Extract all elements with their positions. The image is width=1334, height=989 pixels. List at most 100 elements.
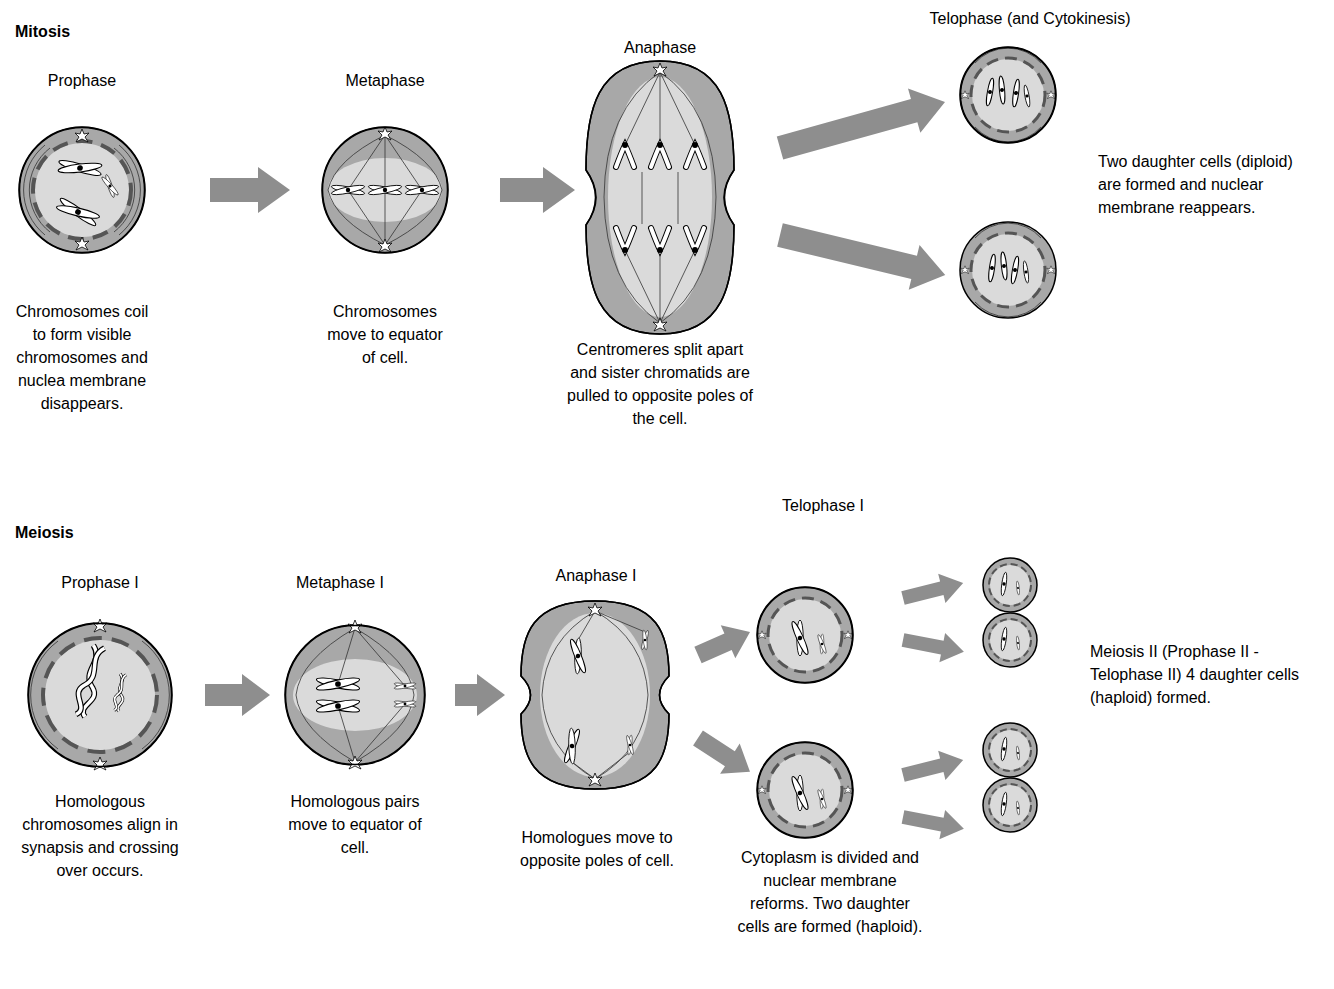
cell-outline xyxy=(757,742,853,838)
cell-part xyxy=(348,756,362,769)
stage-arrow xyxy=(500,167,575,213)
cell-outline xyxy=(960,47,1056,143)
stage-caption: Chromosomes move to equator of cell. xyxy=(320,300,450,369)
cell-part xyxy=(961,266,969,274)
section-heading: Mitosis xyxy=(15,20,70,43)
cell-part xyxy=(769,754,841,826)
cell-part xyxy=(686,142,704,167)
cell-part xyxy=(43,638,157,752)
cell-part xyxy=(640,630,649,651)
cell-part xyxy=(757,587,853,683)
cell-part xyxy=(961,91,969,99)
cell-part xyxy=(93,619,107,632)
cell-outline xyxy=(585,60,735,335)
cell-part xyxy=(989,729,1031,771)
cell-part xyxy=(588,603,602,616)
stage-caption: Homologous chromosomes align in synapsis… xyxy=(15,790,185,882)
cell-outline xyxy=(322,127,448,253)
cell-part xyxy=(990,620,1030,660)
cell-stage: Anaphase IHomologues move to opposite po… xyxy=(520,600,670,790)
cell-part xyxy=(1047,91,1055,99)
anaphase-i-cell xyxy=(521,601,669,789)
stage-caption: Centromeres split apart and sister chrom… xyxy=(565,338,755,430)
cell-part xyxy=(293,659,417,731)
stage-title: Prophase xyxy=(48,69,117,92)
metaphase-i-cell xyxy=(285,620,425,769)
note-text: Two daughter cells (diploid) are formed … xyxy=(1098,150,1308,219)
cell-membrane xyxy=(20,128,145,253)
cell-stage: ProphaseChromosomes coil to form visible… xyxy=(19,127,145,253)
stage-arrow xyxy=(205,674,270,716)
cell-part xyxy=(586,61,734,334)
anaphase-cell xyxy=(586,61,734,334)
stage-caption: Homologous pairs move to equator of cell… xyxy=(285,790,425,859)
cell-part xyxy=(985,78,995,106)
cell-part xyxy=(758,631,766,639)
cell-part xyxy=(540,613,650,777)
cell-part xyxy=(960,47,1056,143)
cell-part xyxy=(789,619,810,658)
cell-part xyxy=(989,564,1031,606)
cell-part xyxy=(989,784,1031,826)
stage-arrow xyxy=(775,213,951,298)
cell-part xyxy=(1000,572,1008,596)
cell-part xyxy=(900,802,967,843)
cell-part xyxy=(394,682,416,690)
cell-part xyxy=(899,745,966,789)
stage-title: Telophase I xyxy=(782,494,864,517)
telophase-i-cell xyxy=(757,742,853,838)
cell-part xyxy=(971,233,1045,307)
cell-part xyxy=(1016,746,1020,760)
cell-part xyxy=(75,129,89,142)
cell-part xyxy=(1016,801,1020,815)
cell-part xyxy=(100,173,120,199)
cell-part xyxy=(1011,79,1020,107)
cell-part xyxy=(93,757,107,770)
cell-part xyxy=(987,254,996,282)
cell-part xyxy=(604,72,716,323)
cell-part xyxy=(1000,737,1008,761)
cell-part xyxy=(768,598,842,672)
cell-part xyxy=(28,623,172,767)
cell-part xyxy=(983,613,1037,667)
cell-part xyxy=(972,234,1044,306)
cell-part xyxy=(35,143,129,237)
cell-part xyxy=(331,183,366,196)
cell-part xyxy=(816,788,827,809)
cell-part xyxy=(616,142,634,167)
cell-part xyxy=(405,183,440,196)
cell-part xyxy=(73,645,107,718)
cell-part xyxy=(971,58,1045,132)
stage-arrow xyxy=(899,568,966,843)
cell-outline xyxy=(28,623,172,767)
cell-membrane xyxy=(323,128,448,253)
cell-part xyxy=(983,558,1037,612)
daughter-cell xyxy=(960,222,1056,318)
stage-title: Anaphase xyxy=(624,36,696,59)
cell-part xyxy=(31,641,170,749)
cell-part xyxy=(816,633,827,654)
cell-part xyxy=(1047,266,1055,274)
cell-outline xyxy=(520,600,670,790)
cell-part xyxy=(758,786,766,794)
cell-part xyxy=(562,727,582,765)
cell-stage: AnaphaseCentromeres split apart and sist… xyxy=(585,60,735,335)
metaphase-cell xyxy=(322,127,448,253)
haploid-cell xyxy=(983,613,1037,667)
stage-caption: Chromosomes coil to form visible chromos… xyxy=(7,300,157,415)
cell-membrane xyxy=(758,743,853,838)
stage-arrow xyxy=(694,625,750,663)
daughter-cell xyxy=(960,47,1056,143)
stage-title: Prophase I xyxy=(61,571,138,594)
cell-part xyxy=(899,568,966,612)
cell-part xyxy=(1000,252,1008,280)
cell-part xyxy=(322,127,448,253)
cell-part xyxy=(1000,792,1008,816)
cell-stage: Prophase IHomologous chromosomes align i… xyxy=(28,623,172,767)
cell-part xyxy=(316,698,361,715)
cell-part xyxy=(789,774,810,813)
cell-part xyxy=(768,753,842,827)
cell-part xyxy=(1023,85,1031,108)
cell-part xyxy=(368,183,403,196)
